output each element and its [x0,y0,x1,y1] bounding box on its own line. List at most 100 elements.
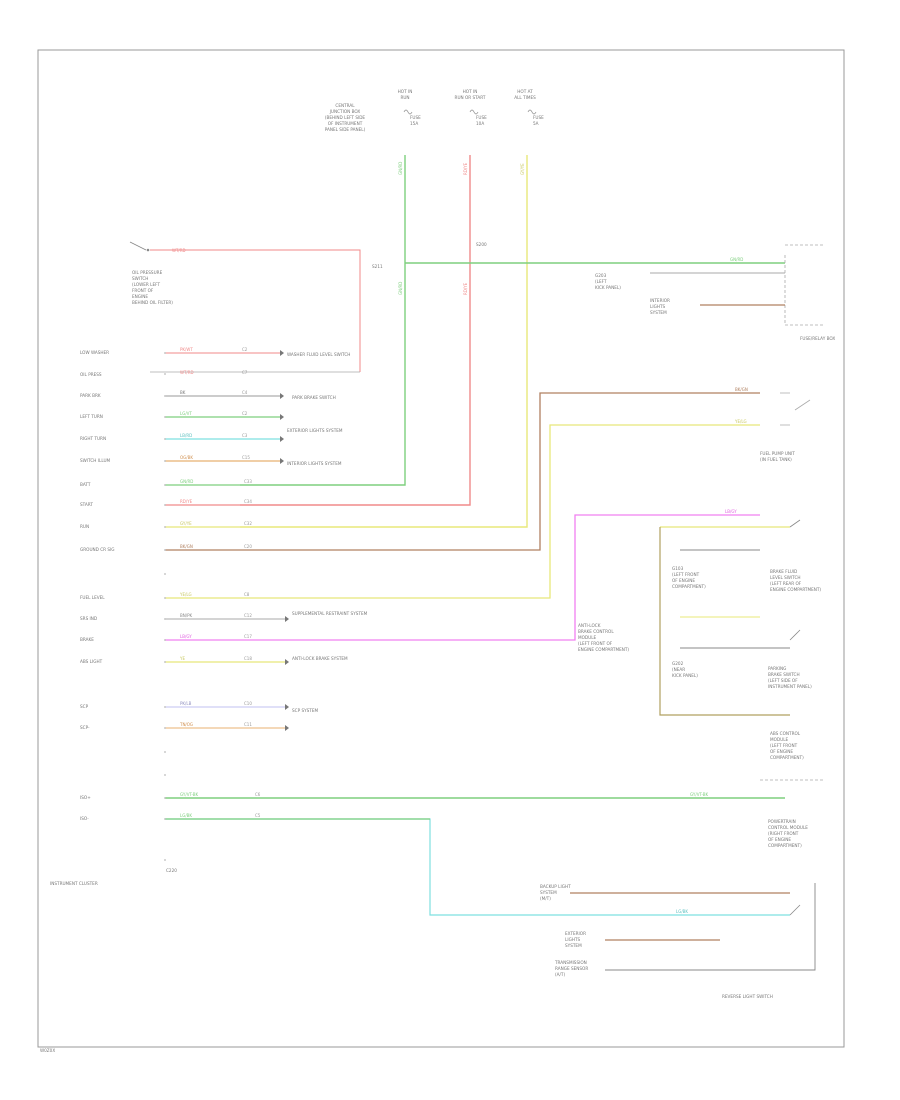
park-brake-switch-label: PARKING BRAKE SWITCH (LEFT SIDE OF INSTR… [672,661,812,689]
svg-text:C33: C33 [244,479,252,484]
svg-text:C11: C11 [244,722,252,727]
svg-text:GN/RD: GN/RD [180,479,193,484]
svg-text:BK: BK [180,390,186,395]
svg-text:C7: C7 [242,370,248,375]
svg-text:ENGINE COMPARTMENT): ENGINE COMPARTMENT) [770,587,821,592]
pin-scp1: SCP [80,704,89,709]
svg-text:HOT IN: HOT IN [398,89,413,94]
pin-right-turn: RIGHT TURN [80,436,106,441]
svg-text:COMPARTMENT): COMPARTMENT) [770,755,804,760]
svg-text:LG/BK: LG/BK [180,813,192,818]
svg-text:15A: 15A [410,121,418,126]
svg-text:WASHER FLUID LEVEL SWITCH: WASHER FLUID LEVEL SWITCH [287,352,350,357]
svg-text:ALL TIMES: ALL TIMES [514,95,536,100]
cluster-ground-label: C220 [166,868,177,873]
svg-text:FRONT OF: FRONT OF [132,288,154,293]
svg-text:C6: C6 [255,792,261,797]
svg-text:LG/BK: LG/BK [676,909,688,914]
svg-text:BEHIND OIL FILTER): BEHIND OIL FILTER) [132,300,173,305]
svg-text:OF ENGINE: OF ENGINE [770,749,793,754]
svg-text:LEVEL SWITCH: LEVEL SWITCH [770,575,801,580]
svg-text:GN/RD: GN/RD [398,162,403,175]
svg-text:C2: C2 [242,411,248,416]
svg-text:EXTERIOR: EXTERIOR [565,931,586,936]
svg-text:PANEL SIDE PANEL): PANEL SIDE PANEL) [325,127,366,132]
svg-text:(LEFT SIDE OF: (LEFT SIDE OF [768,678,798,683]
svg-text:LB/GY: LB/GY [180,634,192,639]
svg-text:TRANSMISSION: TRANSMISSION [554,960,587,965]
svg-text:C17: C17 [244,634,252,639]
pin-start: START [80,502,93,507]
svg-text:EXTERIOR LIGHTS SYSTEM: EXTERIOR LIGHTS SYSTEM [287,428,343,433]
svg-text:C8: C8 [244,592,250,597]
pin-fuel-level: FUEL LEVEL [80,595,105,600]
svg-text:GY/YE: GY/YE [180,521,192,526]
svg-text:PARK BRAKE SWITCH: PARK BRAKE SWITCH [292,395,336,400]
pin-brake: BRAKE [80,637,94,642]
svg-text:G103: G103 [672,566,684,571]
cluster-pins: LOW WASHER PK/WT C2 WASHER FLUID LEVEL S… [80,347,790,916]
svg-text:RUN OR START: RUN OR START [455,95,486,100]
svg-text:BRAKE CONTROL: BRAKE CONTROL [578,629,614,634]
svg-text:MODULE: MODULE [578,635,597,640]
svg-text:OIL PRESSURE: OIL PRESSURE [132,270,163,275]
svg-text:RD/YE: RD/YE [463,282,468,295]
svg-text:RUN: RUN [400,95,409,100]
pin-iso2: ISO- [80,816,89,821]
svg-text:ABS CONTROL: ABS CONTROL [770,731,801,736]
svg-text:(LEFT FRONT OF: (LEFT FRONT OF [578,641,613,646]
svg-text:RD/YE: RD/YE [463,162,468,175]
svg-text:GY/YE: GY/YE [520,163,525,175]
svg-text:(M/T): (M/T) [540,896,551,901]
svg-text:BRAKE SWITCH: BRAKE SWITCH [768,672,800,677]
svg-text:FUSE: FUSE [533,115,544,120]
svg-text:FUSE: FUSE [476,115,487,120]
svg-text:HOT AT: HOT AT [517,89,533,94]
svg-text:YE/LG: YE/LG [734,419,747,424]
svg-text:LB/GY: LB/GY [725,509,737,514]
svg-text:FUSE/RELAY BOX: FUSE/RELAY BOX [800,336,835,341]
splice-label-2: S211 [372,264,383,269]
pin-scp2: SCP- [80,725,90,730]
svg-text:GN/RD: GN/RD [398,282,403,295]
svg-text:PK/WT: PK/WT [180,347,193,352]
diagram-frame [37,49,845,1048]
svg-text:CONTROL MODULE: CONTROL MODULE [768,825,808,830]
fuse-symbols [403,109,537,115]
svg-text:(LEFT FRONT: (LEFT FRONT [770,743,798,748]
svg-text:SWITCH: SWITCH [132,276,148,281]
svg-text:(IN FUEL TANK): (IN FUEL TANK) [760,457,792,462]
svg-text:LIGHTS: LIGHTS [650,304,666,309]
pin-low-washer: LOW WASHER [80,350,109,355]
svg-text:TN/OG: TN/OG [179,722,193,727]
svg-text:C15: C15 [242,455,250,460]
svg-text:SYSTEM: SYSTEM [650,310,667,315]
pin-run: RUN [80,524,89,529]
svg-text:INSTRUMENT PANEL): INSTRUMENT PANEL) [768,684,812,689]
svg-text:KICK PANEL): KICK PANEL) [595,285,621,290]
svg-text:BK/GN: BK/GN [180,544,193,549]
svg-text:C5: C5 [255,813,261,818]
svg-text:FUEL PUMP UNIT: FUEL PUMP UNIT [760,451,795,456]
svg-text:BRAKE FLUID: BRAKE FLUID [770,569,797,574]
footer-code: W0Z0X [40,1048,55,1053]
pin-abs: ABS LIGHT [80,659,103,664]
abs-module-label: ANTI-LOCK BRAKE CONTROL MODULE (LEFT FRO… [578,616,801,652]
svg-text:LG/VT: LG/VT [180,411,192,416]
top-source-labels: CENTRAL JUNCTION BOX (BEHIND LEFT SIDE O… [325,89,544,132]
svg-text:SUPPLEMENTAL RESTRAINT SYSTEM: SUPPLEMENTAL RESTRAINT SYSTEM [292,611,368,616]
svg-text:(RIGHT FRONT: (RIGHT FRONT [768,831,799,836]
svg-text:5A: 5A [533,121,539,126]
svg-text:(LEFT: (LEFT [595,279,607,284]
reverse-switch: BACKUP LIGHT SYSTEM (M/T) EXTERIOR LIGHT… [540,883,816,999]
svg-text:OF INSTRUMENT: OF INSTRUMENT [328,121,363,126]
svg-text:MODULE: MODULE [770,737,789,742]
svg-text:RANGE SENSOR: RANGE SENSOR [555,966,588,971]
svg-text:REVERSE LIGHT SWITCH: REVERSE LIGHT SWITCH [722,994,773,999]
svg-text:ANTI-LOCK BRAKE SYSTEM: ANTI-LOCK BRAKE SYSTEM [292,656,348,661]
svg-text:BACKUP LIGHT: BACKUP LIGHT [540,884,571,889]
pin-oil-press: OIL PRESS [80,372,102,377]
svg-text:ENGINE: ENGINE [132,294,148,299]
splice-label: S200 [476,242,487,247]
svg-text:JUNCTION BOX: JUNCTION BOX [329,109,361,114]
